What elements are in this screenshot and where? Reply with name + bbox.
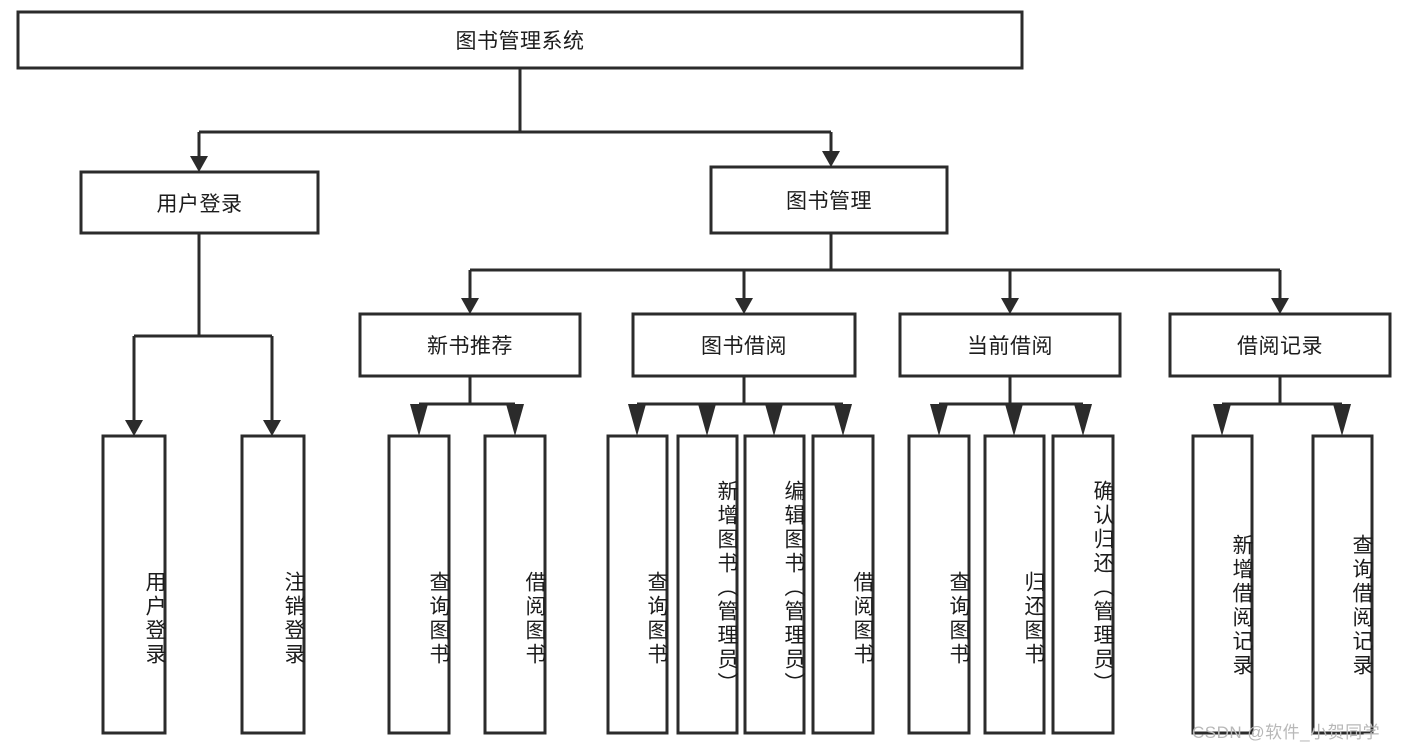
node-box-leaf-query-book-2[interactable] xyxy=(606,434,669,735)
arrowhead-recommend xyxy=(461,298,479,314)
node-box-leaf-confirm-return[interactable] xyxy=(1051,434,1115,735)
node-box-leaf-query-record[interactable] xyxy=(1311,434,1374,735)
arrowhead-leaf-4 xyxy=(506,404,524,436)
arrowhead-leaf-7 xyxy=(765,404,783,436)
node-box-leaf-query-book-3[interactable] xyxy=(907,434,971,735)
arrowhead-leaf-2 xyxy=(263,420,281,436)
arrowhead-current xyxy=(1001,298,1019,314)
node-box-borrow-record[interactable] xyxy=(1168,312,1392,378)
arrowhead-record xyxy=(1271,298,1289,314)
node-box-book-borrow[interactable] xyxy=(631,312,857,378)
arrowhead-leaf-6 xyxy=(698,404,716,436)
node-box-root[interactable] xyxy=(16,10,1024,70)
node-box-current-borrow[interactable] xyxy=(898,312,1122,378)
arrowhead-leaf-9 xyxy=(930,404,948,436)
arrowhead-leaf-10 xyxy=(1005,404,1023,436)
node-box-leaf-add-record[interactable] xyxy=(1191,434,1254,735)
arrowhead-leaf-3 xyxy=(410,404,428,436)
arrowhead-leaf-13 xyxy=(1333,404,1351,436)
arrowhead-leaf-11 xyxy=(1074,404,1092,436)
node-box-leaf-add-book[interactable] xyxy=(676,434,739,735)
arrowhead-book-management xyxy=(822,151,840,167)
node-box-leaf-return-book[interactable] xyxy=(983,434,1046,735)
arrowhead-leaf-1 xyxy=(125,420,143,436)
arrowhead-borrow xyxy=(735,298,753,314)
arrowhead-user-login xyxy=(190,156,208,172)
arrowhead-leaf-8 xyxy=(834,404,852,436)
node-box-group xyxy=(16,10,1392,735)
node-box-new-book-recommend[interactable] xyxy=(358,312,582,378)
node-box-user-login[interactable] xyxy=(79,170,320,235)
node-box-leaf-borrow-book-2[interactable] xyxy=(811,434,875,735)
node-box-book-management[interactable] xyxy=(709,165,949,235)
node-box-leaf-user-login[interactable] xyxy=(101,434,167,735)
node-box-leaf-edit-book[interactable] xyxy=(743,434,806,735)
arrowhead-group xyxy=(125,151,1351,436)
node-box-leaf-query-book-1[interactable] xyxy=(387,434,451,735)
node-box-leaf-borrow-book-1[interactable] xyxy=(483,434,547,735)
arrowhead-leaf-12 xyxy=(1213,404,1231,436)
node-box-leaf-logout-login[interactable] xyxy=(240,434,306,735)
arrowhead-leaf-5 xyxy=(628,404,646,436)
